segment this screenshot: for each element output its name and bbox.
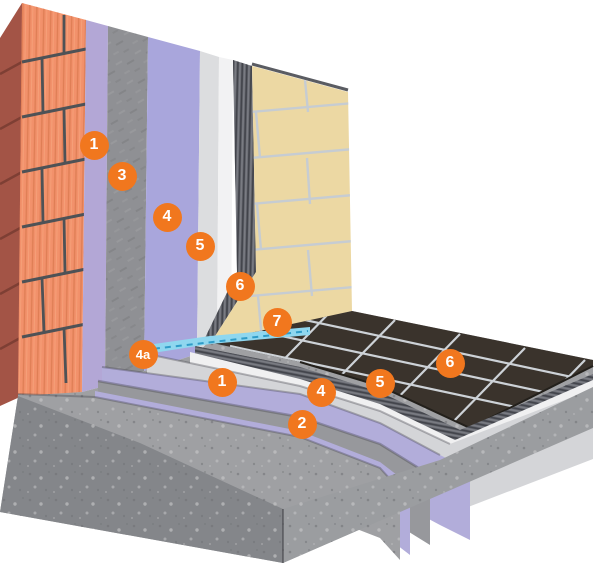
- brick-mortar-joints: [21, 47, 87, 339]
- wall-tile-field: [210, 66, 352, 344]
- badge-4-floor: 4: [306, 377, 336, 407]
- badge-2-floor: 2: [287, 409, 317, 439]
- sealing-tape-print: [142, 330, 309, 351]
- wall-grey-render-texture: [105, 26, 148, 386]
- floor-screed-step-edge: [97, 379, 431, 477]
- concrete-slab-right-face-speckle: [283, 387, 593, 563]
- badge-7-wall: 7: [262, 307, 292, 337]
- badge-1-floor: 1: [207, 367, 237, 397]
- brick-vertical-joints: [40, 15, 68, 384]
- floor-tile-front-edge: [299, 361, 594, 430]
- concrete-slab-front-face-speckle: [0, 396, 283, 563]
- badge-5-wall: 5: [185, 231, 215, 261]
- wall-light-grey-coat: [197, 51, 219, 354]
- wall-lavender-coat-1: [82, 20, 108, 392]
- badge-4-wall: 4: [152, 202, 182, 232]
- sealing-tape: [140, 327, 310, 355]
- brick-wall-side-joints: [0, 60, 23, 351]
- brick-wall: [0, 3, 87, 406]
- wall-tile-grout: [249, 79, 352, 341]
- badge-6-floor: 6: [435, 348, 465, 378]
- badge-4a-wall-floor-junction: 4a: [128, 339, 158, 369]
- badge-1-wall: 1: [79, 130, 109, 160]
- brick-wall-side-face: [0, 3, 22, 406]
- concrete-slab-faces: [0, 387, 593, 563]
- floor-lavender-step-edge: [101, 366, 441, 456]
- badge-3-wall: 3: [107, 161, 137, 191]
- badge-5-floor: 5: [365, 368, 395, 398]
- badge-6-wall: 6: [225, 271, 255, 301]
- wall-layer-stack: [82, 20, 352, 392]
- wall-top-cut-edge: [251, 62, 349, 92]
- brick-wall-ridges: [18, 3, 86, 398]
